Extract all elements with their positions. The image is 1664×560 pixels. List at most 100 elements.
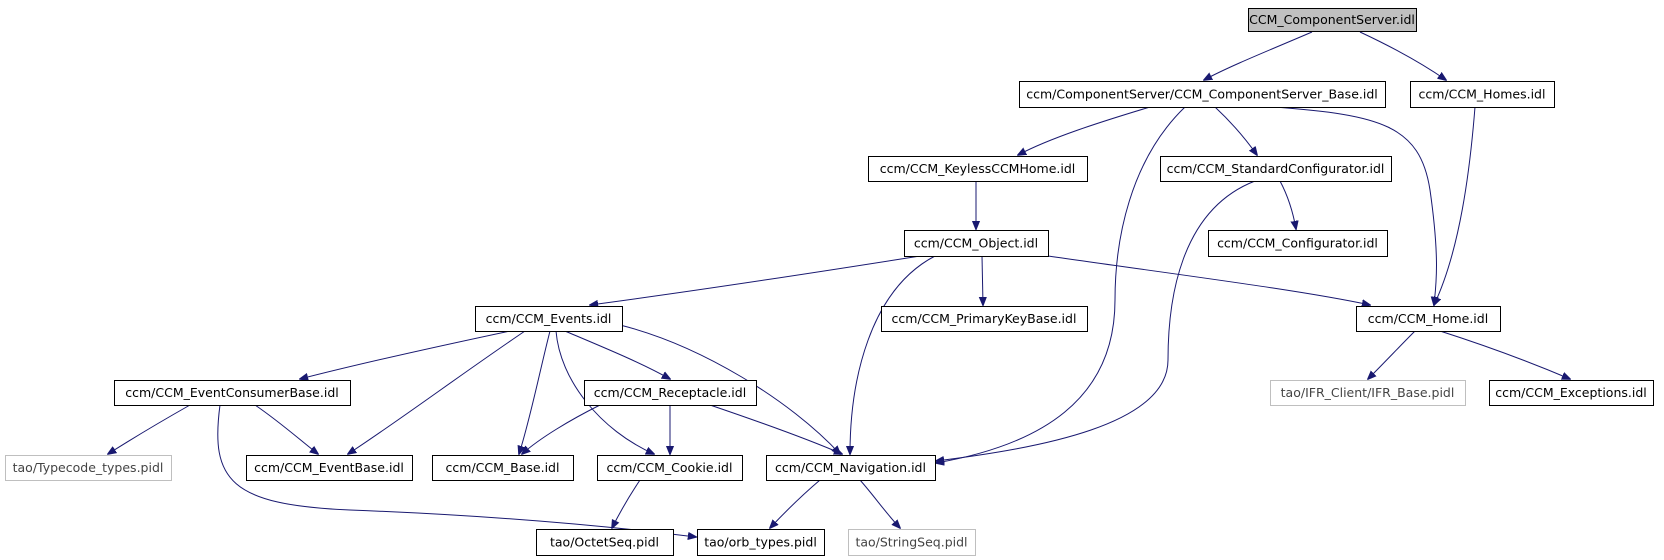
edge-line [564,330,670,379]
edge-line [1439,330,1570,379]
edge-csbase-to-nav [936,106,1186,463]
edge-line [519,330,551,454]
node-box [246,455,413,481]
edge-line [1018,106,1151,155]
node-label: ccm/CCM_Home.idl [1368,311,1488,326]
node-homes[interactable]: ccm/CCM_Homes.idl [1410,81,1555,108]
edge-csbase-to-keyless [1018,106,1151,155]
node-box [1489,380,1654,406]
edge-nav-to-strseq [859,479,900,528]
edge-object-to-events [590,255,921,305]
node-box [432,455,574,481]
edge-home-to-exc [1439,330,1570,379]
node-evbase[interactable]: ccm/CCM_EventBase.idl [246,455,413,481]
edge-stdconf-to-nav [936,180,1256,461]
node-box [1356,306,1501,332]
edge-line [1204,31,1313,80]
node-box [536,529,674,556]
node-label: ccm/CCM_Events.idl [486,311,612,326]
node-label: ccm/CCM_KeylessCCMHome.idl [880,161,1075,176]
node-label: ccm/CCM_Receptacle.idl [594,385,746,400]
edge-line [1274,106,1437,305]
edge-line [619,324,840,454]
edge-line [936,180,1256,461]
node-label: ccm/CCM_Homes.idl [1419,87,1546,102]
edge-object-to-home [1047,255,1370,305]
edge-line [859,479,900,528]
node-box [1208,230,1388,257]
node-box [881,306,1088,332]
node-box [1019,81,1386,108]
node-base[interactable]: ccm/CCM_Base.idl [432,455,574,481]
node-label: tao/OctetSeq.pidl [550,535,659,550]
node-object[interactable]: ccm/CCM_Object.idl [904,230,1049,257]
node-box [475,306,623,332]
edge-events-to-nav [619,324,840,454]
node-pkb[interactable]: ccm/CCM_PrimaryKeyBase.idl [881,306,1088,332]
edge-cookie-to-oct [612,479,641,528]
node-label: ccm/CCM_Base.idl [446,460,560,475]
node-events[interactable]: ccm/CCM_Events.idl [475,306,623,332]
edge-nav-to-orb [770,479,821,528]
edge-line [612,479,641,528]
node-label: tao/StringSeq.pidl [855,535,967,550]
node-ifr[interactable]: tao/IFR_Client/IFR_Base.pidl [1270,380,1466,406]
node-nav[interactable]: ccm/CCM_Navigation.idl [766,455,936,481]
node-box [5,455,172,481]
edge-events-to-evbase [348,330,526,454]
edge-recept-to-nav [709,404,842,454]
edge-line [1368,330,1416,379]
node-label: ccm/CCM_Navigation.idl [775,460,926,475]
edge-csbase-to-stdconf [1214,106,1257,155]
edge-events-to-recept [564,330,670,379]
node-cookie[interactable]: ccm/CCM_Cookie.idl [597,455,743,481]
node-label: CCM_ComponentServer.idl [1249,12,1415,27]
node-strseq[interactable]: tao/StringSeq.pidl [848,529,976,556]
edge-line [1279,180,1296,229]
edge-ecb-to-orb [217,404,696,537]
edge-line [348,330,526,454]
edge-line [300,330,511,379]
edge-line [936,106,1186,463]
node-label: ccm/CCM_Object.idl [914,236,1038,251]
node-label: ccm/CCM_EventBase.idl [254,460,404,475]
dependency-nodes: CCM_ComponentServer.idl ccm/ComponentServ… [5,8,1654,556]
node-recept[interactable]: ccm/CCM_Receptacle.idl [584,380,757,406]
node-box [848,529,976,556]
node-label: tao/Typecode_types.pidl [13,460,164,475]
node-box [868,156,1088,182]
node-ecb[interactable]: ccm/CCM_EventConsumerBase.idl [114,380,351,406]
edge-csbase-to-home [1274,106,1437,305]
node-keyless[interactable]: ccm/CCM_KeylessCCMHome.idl [868,156,1088,182]
node-orb[interactable]: tao/orb_types.pidl [697,529,825,556]
edge-recept-to-base [522,404,601,454]
node-oct[interactable]: tao/OctetSeq.pidl [536,529,674,556]
node-box [584,380,757,406]
node-box [1160,156,1392,182]
node-exc[interactable]: ccm/CCM_Exceptions.idl [1489,380,1654,406]
edge-line [1359,31,1446,80]
edge-stdconf-to-conf [1279,180,1296,229]
node-label: ccm/CCM_Exceptions.idl [1495,385,1647,400]
node-box [1270,380,1466,406]
node-root[interactable]: CCM_ComponentServer.idl [1248,8,1417,32]
node-tct[interactable]: tao/Typecode_types.pidl [5,455,172,481]
edge-root-to-homes [1359,31,1446,80]
node-conf[interactable]: ccm/CCM_Configurator.idl [1208,230,1388,257]
node-label: tao/IFR_Client/IFR_Base.pidl [1281,385,1455,400]
node-label: ccm/CCM_Configurator.idl [1217,236,1378,251]
node-box [597,455,743,481]
edge-object-to-nav [850,255,936,454]
node-csbase[interactable]: ccm/ComponentServer/CCM_ComponentServer_… [1019,81,1386,108]
node-stdconf[interactable]: ccm/CCM_StandardConfigurator.idl [1160,156,1392,182]
edge-line [108,404,191,454]
node-box [1410,81,1555,108]
edge-line [1214,106,1257,155]
edge-object-to-pkb [982,255,983,305]
node-label: ccm/CCM_StandardConfigurator.idl [1167,161,1385,176]
node-label: ccm/CCM_Cookie.idl [607,460,733,475]
node-box [114,380,351,406]
edge-homes-to-home [1434,106,1476,305]
node-home[interactable]: ccm/CCM_Home.idl [1356,306,1501,332]
